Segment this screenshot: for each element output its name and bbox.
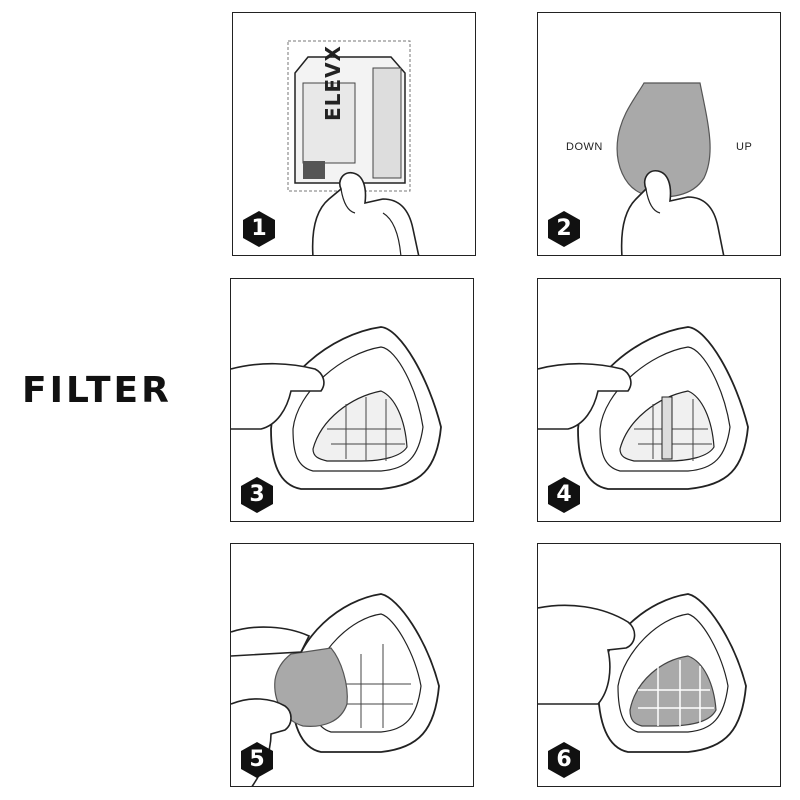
step-5-panel: 5 [230, 543, 474, 787]
step-5-badge: 5 [237, 740, 277, 780]
up-label: UP [736, 141, 752, 153]
step-2-panel: DOWN UP 2 [537, 12, 781, 256]
step-6-panel: 6 [537, 543, 781, 787]
step-3-badge: 3 [237, 475, 277, 515]
step-2-badge: 2 [544, 209, 584, 249]
down-label: DOWN [566, 141, 603, 153]
page-title: FILTER [22, 370, 222, 411]
step-4-badge: 4 [544, 475, 584, 515]
step-1-badge: 1 [239, 209, 279, 249]
step-3-number: 3 [237, 475, 277, 515]
step-4-panel: 4 [537, 278, 781, 522]
step-4-number: 4 [544, 475, 584, 515]
step-3-panel: 3 [230, 278, 474, 522]
step-1-panel: ELEVX 1 [232, 12, 476, 256]
step-5-number: 5 [237, 740, 277, 780]
step-6-badge: 6 [544, 740, 584, 780]
package-brand-text: ELEVX [321, 45, 345, 121]
step-6-number: 6 [544, 740, 584, 780]
step-1-number: 1 [239, 209, 279, 249]
step-2-number: 2 [544, 209, 584, 249]
